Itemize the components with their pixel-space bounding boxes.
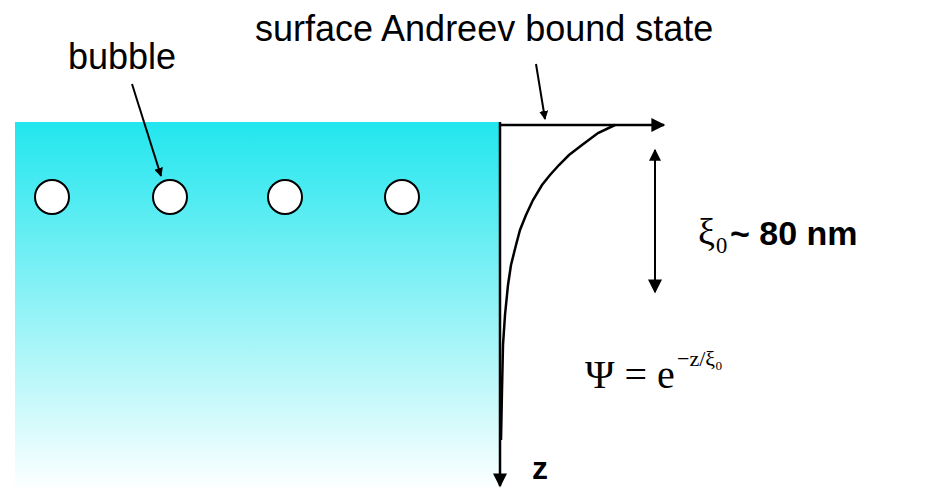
xi-symbol: ξ₀ [698,211,728,255]
length-arrow [654,150,656,292]
state-leader [536,64,545,119]
state-label: surface Andreev bound state [255,8,713,49]
length-value: ~ 80 nm [730,214,858,253]
superfluid-region [15,122,500,492]
bubble-leader [132,84,161,176]
bubble-label: bubble [68,36,176,77]
wavefunction-formula: Ψ = e [585,352,675,398]
exponent: −z/ξ₀ [677,346,723,371]
bubbles [35,180,419,214]
axis-label: z [532,450,548,487]
surface-axis [500,124,664,127]
